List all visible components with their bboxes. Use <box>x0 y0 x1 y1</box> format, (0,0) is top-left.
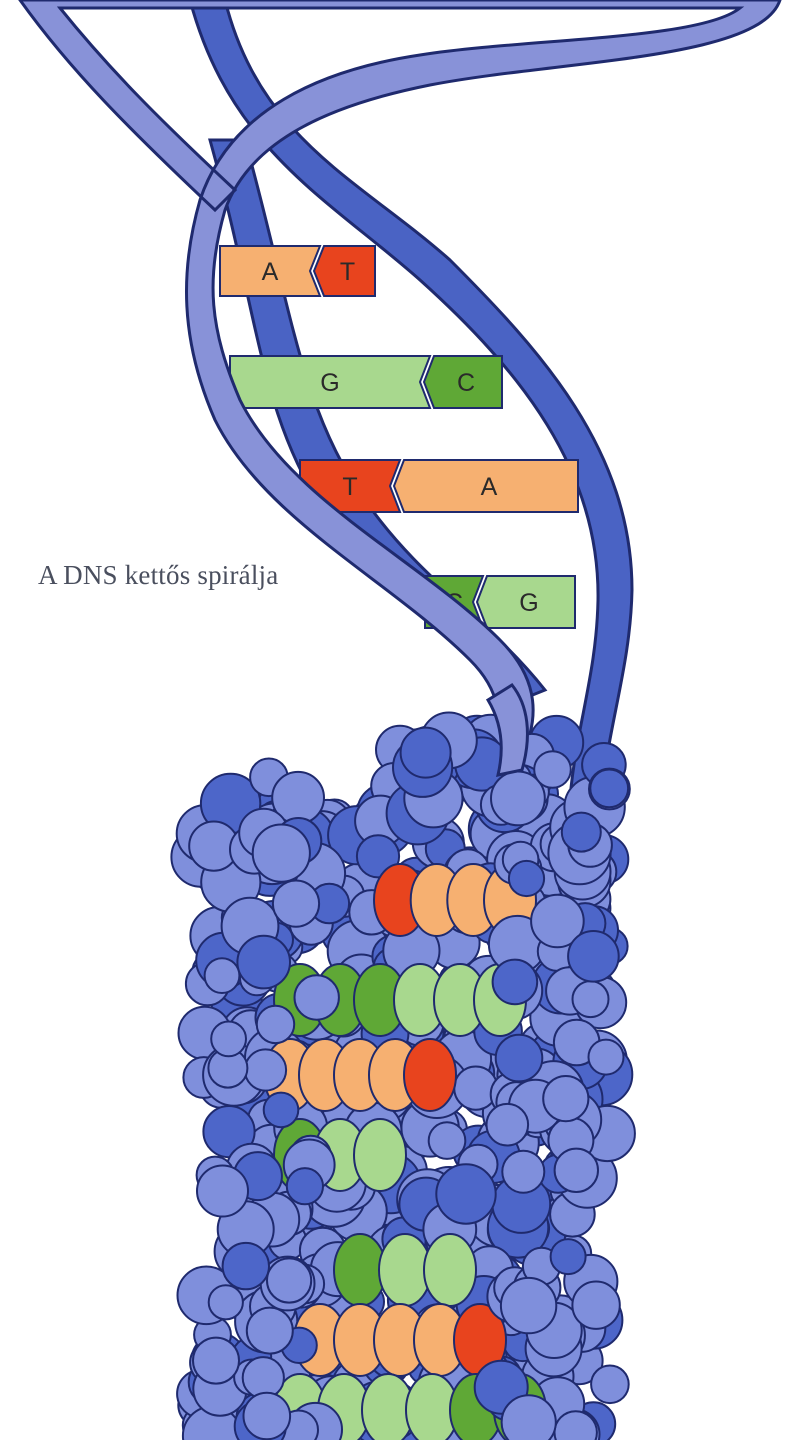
atom-backbone <box>273 881 319 927</box>
atom-backbone <box>287 1168 323 1204</box>
base-letter-right: T <box>340 258 355 286</box>
atom-backbone <box>572 1282 619 1329</box>
atom-backbone <box>267 1258 311 1302</box>
atom-backbone <box>487 1104 529 1146</box>
atom-backbone <box>436 1164 495 1223</box>
base-letter-right: G <box>519 589 538 617</box>
atom-backbone <box>237 936 290 989</box>
space-filling-atoms-group <box>171 713 635 1441</box>
atom-backbone <box>295 975 339 1019</box>
atom-backbone <box>245 1049 286 1090</box>
atom-backbone <box>193 1338 239 1384</box>
atom-backbone <box>591 1366 629 1404</box>
base-letter-right: A <box>481 473 498 501</box>
base-letter-right: C <box>457 369 475 397</box>
atom-backbone <box>501 1278 556 1333</box>
atom-backbone <box>253 825 310 882</box>
atom-backbone <box>509 861 544 896</box>
base-letter-left: G <box>320 369 339 397</box>
atom-backbone <box>502 1395 556 1440</box>
atom-backbone <box>496 1035 543 1082</box>
atom-backbone <box>493 960 538 1005</box>
atom-backbone <box>205 958 240 993</box>
atom-backbone <box>243 1393 290 1440</box>
atom-backbone <box>264 1093 299 1128</box>
atom-backbone <box>223 1243 269 1289</box>
atom-backbone <box>568 931 619 982</box>
atom-backbone <box>209 1285 243 1319</box>
atom-backbone <box>534 751 571 788</box>
atom-backbone <box>197 1166 248 1217</box>
atom-base <box>404 1039 456 1111</box>
base-letter-left: T <box>342 473 357 501</box>
atom-backbone <box>211 1022 246 1057</box>
atom-backbone <box>590 770 628 808</box>
base-letter-left: A <box>262 258 279 286</box>
atom-backbone <box>555 1149 598 1192</box>
atom-backbone <box>502 1151 544 1193</box>
atom-base <box>424 1234 476 1306</box>
atom-base <box>354 1119 406 1191</box>
atom-backbone <box>429 1122 466 1159</box>
atom-backbone <box>589 1040 624 1075</box>
atom-backbone <box>573 981 609 1017</box>
diagram-caption: A DNS kettős spirálja <box>38 560 278 591</box>
atom-backbone <box>551 1239 586 1274</box>
atom-backbone <box>247 1308 293 1354</box>
atom-backbone <box>257 1006 294 1043</box>
atom-backbone <box>562 813 601 852</box>
atom-backbone <box>401 728 451 778</box>
atom-backbone <box>543 1076 588 1121</box>
